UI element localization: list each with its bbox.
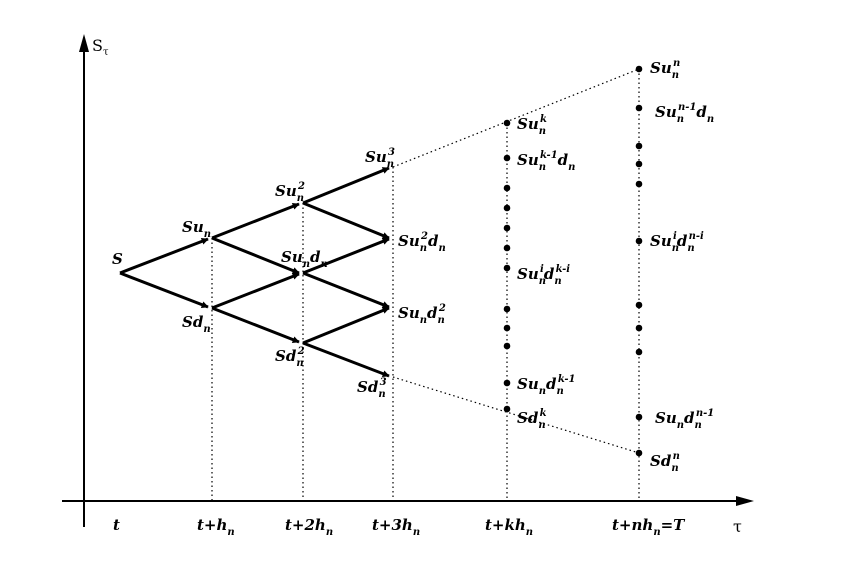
tick-label-t3: t+3hn xyxy=(372,516,420,538)
node-dot xyxy=(503,379,511,387)
node-label-su2d: Sun2dn xyxy=(398,231,446,254)
branch-sd-sd2 xyxy=(211,306,300,344)
node-label-sud2: Sundn2 xyxy=(398,303,446,326)
time-guides xyxy=(211,69,640,501)
x-axis-arrowhead xyxy=(736,496,754,506)
branch-sud-su2d xyxy=(302,237,390,275)
branch-su-su2 xyxy=(211,202,300,240)
branch-sd2-sd3 xyxy=(302,341,390,378)
node-dot xyxy=(503,405,511,413)
node-label-sudn1: Sundnn-1 xyxy=(655,408,714,431)
axes: Sτ τ xyxy=(62,34,754,536)
node-label-su2: Sun2 xyxy=(275,181,305,204)
node-dot xyxy=(635,237,643,245)
tick-label-tn: t+nhn=T xyxy=(612,516,686,538)
node-label-sdn: Sdnn xyxy=(650,451,680,474)
node-dot xyxy=(503,119,511,127)
node-label-s: S xyxy=(112,250,123,268)
y-axis-label: Sτ xyxy=(92,36,109,58)
node-dot xyxy=(635,142,643,150)
node-dot xyxy=(503,184,511,192)
tick-label-t1: t+hn xyxy=(197,516,235,538)
branch-sd2-sud2 xyxy=(302,306,390,345)
x-axis-label: τ xyxy=(733,517,742,536)
upper-envelope xyxy=(392,68,640,168)
node-label-sudk1: Sundnk-1 xyxy=(517,374,575,397)
node-label-suk: Sunk xyxy=(517,114,547,137)
node-label-suidn: Sunidnn-i xyxy=(650,231,704,254)
branch-sd-sud xyxy=(211,272,300,310)
node-dot xyxy=(503,342,511,350)
node-label-su3: Sun3 xyxy=(365,147,395,170)
node-label-suk1d: Sunk-1dn xyxy=(517,150,575,173)
node-dots xyxy=(503,65,643,457)
node-label-sd3: Sdn3 xyxy=(357,377,387,400)
node-dot xyxy=(635,104,643,112)
node-dot xyxy=(503,305,511,313)
node-label-sd2: Sdn2 xyxy=(275,346,305,369)
tick-label-t2: t+2hn xyxy=(285,516,333,538)
y-axis-arrowhead xyxy=(79,34,89,52)
node-dot xyxy=(635,65,643,73)
node-label-sud: Sundn xyxy=(281,248,328,270)
node-dot xyxy=(635,413,643,421)
tick-label-t0: t xyxy=(113,516,120,534)
node-dot xyxy=(635,180,643,188)
tree-branches xyxy=(119,166,390,378)
node-label-sdk: Sdnk xyxy=(517,408,547,431)
node-dot xyxy=(635,449,643,457)
node-label-suidk: Sunidnk-i xyxy=(517,264,570,287)
node-dot xyxy=(503,324,511,332)
branch-su2-su3 xyxy=(302,166,390,205)
node-dot xyxy=(635,301,643,309)
node-dot xyxy=(503,224,511,232)
node-dot xyxy=(503,154,511,162)
node-dot xyxy=(635,160,643,168)
branch-su2-su2d xyxy=(302,201,390,240)
node-label-su: Sun xyxy=(182,218,211,240)
branch-s-su xyxy=(119,237,209,275)
node-dot xyxy=(635,324,643,332)
branch-s-sd xyxy=(119,271,209,309)
lower-envelope xyxy=(392,376,640,454)
node-dot xyxy=(635,348,643,356)
node-label-sun: Sunn xyxy=(650,58,680,81)
node-dot xyxy=(503,204,511,212)
node-label-sun1d: Sunn-1dn xyxy=(655,102,714,125)
node-label-sd: Sdn xyxy=(182,313,211,335)
tick-labels: t t+hn t+2hn t+3hn t+khn t+nhn=T xyxy=(113,516,686,538)
node-dot xyxy=(503,264,511,272)
node-dot xyxy=(503,244,511,252)
branch-su-sud xyxy=(211,236,300,275)
branch-sud-sud2 xyxy=(302,271,390,309)
tick-label-tk: t+khn xyxy=(485,516,533,538)
envelope-lines xyxy=(392,68,640,454)
